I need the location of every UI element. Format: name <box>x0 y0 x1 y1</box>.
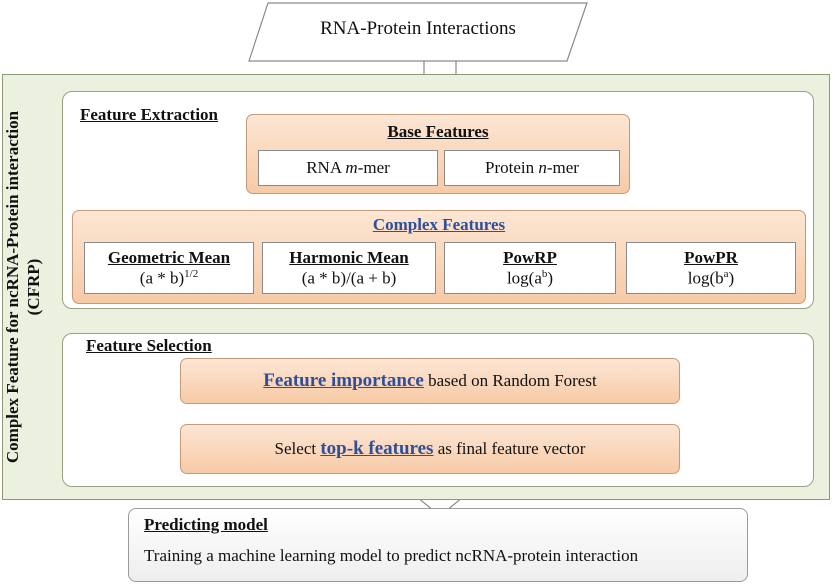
predicting-model-box <box>128 508 748 582</box>
feature-importance-box: Feature importance based on Random Fores… <box>180 358 680 404</box>
complex-feature-harmonic-mean: Harmonic Mean (a * b)/(a + b) <box>262 242 436 294</box>
rna-mer-box: RNA m-mer <box>258 150 438 186</box>
predicting-model-text: Training a machine learning model to pre… <box>144 546 639 565</box>
feature-extraction-title: Feature Extraction <box>80 105 219 124</box>
complex-feature-powrp: PowRP log(ab) <box>444 242 616 294</box>
top-k-features-box: Select top-k features as final feature v… <box>180 424 680 474</box>
complex-features-title: Complex Features <box>372 215 506 234</box>
framework-title: Complex Feature for ncRNA-Protein intera… <box>3 110 43 464</box>
predicting-model-title: Predicting model <box>144 515 268 534</box>
complex-feature-geometric-mean: Geometric Mean (a * b)1/2 <box>84 242 254 294</box>
feature-selection-title: Feature Selection <box>86 336 212 355</box>
input-label: RNA-Protein Interactions <box>320 18 516 39</box>
input-shape <box>248 2 588 62</box>
complex-feature-powpr: PowPR log(ba) <box>626 242 796 294</box>
protein-mer-box: Protein n-mer <box>444 150 620 186</box>
base-features-title: Base Features <box>387 122 489 141</box>
